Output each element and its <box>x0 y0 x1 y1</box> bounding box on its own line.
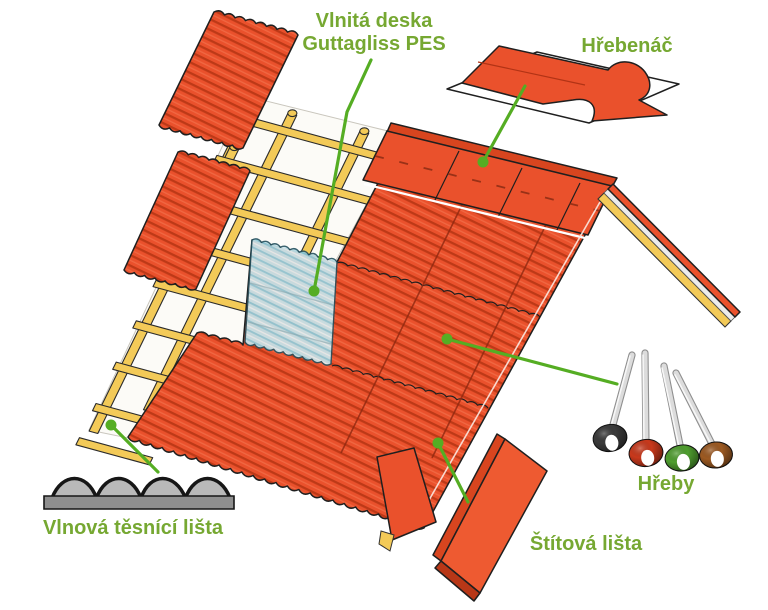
label-pes-sheet-line1: Vlnitá deska <box>316 10 434 32</box>
label-nails: Hřeby <box>638 473 696 495</box>
callout-ridge-cap <box>481 84 527 164</box>
ridge-cap-band <box>362 130 613 236</box>
labels: Vlnitá deska Guttagliss PES Hřebenáč Vln… <box>43 10 695 555</box>
nail-head-black <box>592 423 628 453</box>
nail <box>607 351 636 436</box>
ridge-cap-piece <box>446 45 680 124</box>
sheet-joint-line <box>340 171 479 454</box>
nail-head-red <box>628 438 664 468</box>
counter-batten-end <box>287 109 298 118</box>
label-ridge-cap: Hřebenáč <box>581 35 672 57</box>
verge-strip-installed <box>376 201 601 552</box>
pes-sheet <box>244 238 338 366</box>
ridge-cap-profile <box>461 45 668 122</box>
label-gable-strip: Štítová lišta <box>530 531 643 555</box>
callout-lines <box>105 58 619 504</box>
counter-batten-end <box>359 127 370 136</box>
callout-gable-strip <box>436 441 470 504</box>
nail <box>641 349 650 449</box>
gable-edge <box>597 183 741 328</box>
roof-sheet-loose <box>158 10 299 150</box>
callout-nails <box>445 337 619 386</box>
label-sealing-strip: Vlnová těsnící lišta <box>43 517 224 539</box>
sheet-overlap-line <box>336 261 541 318</box>
ridge-gap-line <box>363 182 590 241</box>
sheet-joint-line <box>431 195 561 459</box>
callout-sealing-strip <box>109 423 160 474</box>
gable-strip-piece <box>432 433 548 602</box>
nail <box>660 362 685 454</box>
nail <box>672 369 718 452</box>
nail-head-green <box>664 444 700 472</box>
callout-pes-sheet <box>312 58 373 293</box>
nails <box>592 349 733 472</box>
label-pes-sheet-line2: Guttagliss PES <box>302 33 445 55</box>
sheet-overlap-line <box>331 364 489 409</box>
sealing-strip <box>43 476 235 510</box>
ridge-caps <box>362 122 618 241</box>
roof-sheets-main <box>127 130 613 530</box>
nail-head-brown <box>699 441 733 469</box>
roof-sheet-partial <box>123 150 251 291</box>
